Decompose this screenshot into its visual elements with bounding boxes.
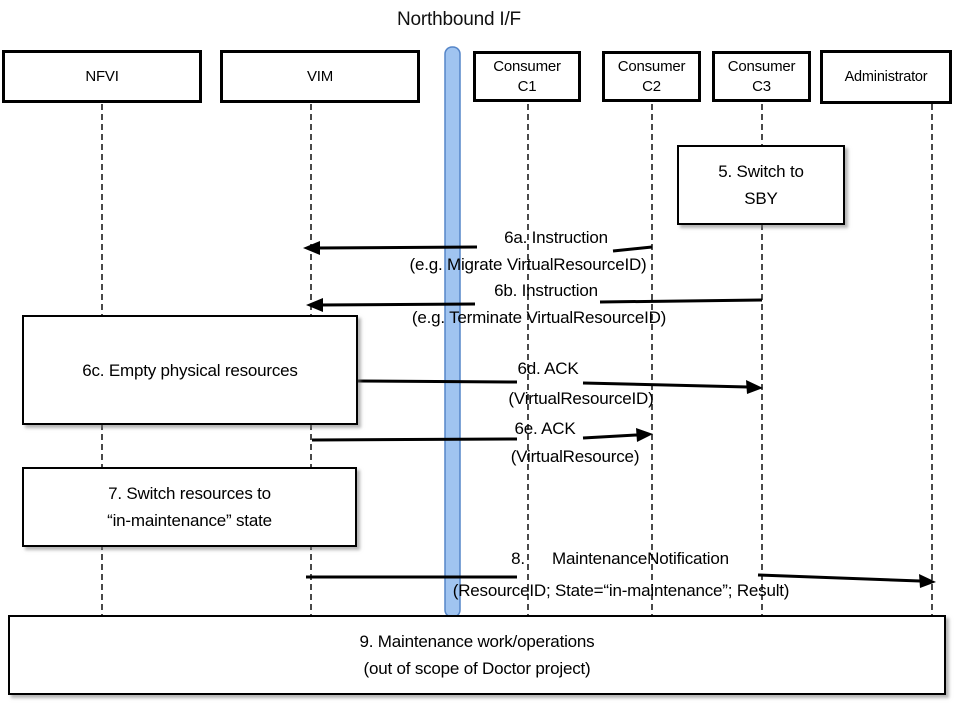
message-6a-param: (e.g. Migrate VirtualResourceID) <box>409 255 647 274</box>
actor-sublabel-c3: C3 <box>752 77 771 95</box>
actor-box-consumer-c2: Consumer C2 <box>602 51 701 102</box>
actor-label-consumer-c2: Consumer <box>617 57 686 75</box>
actor-box-vim: VIM <box>220 50 420 103</box>
note-7-line1: 7. Switch resources to <box>108 484 271 503</box>
note-box-9-maintenance-work: 9. Maintenance work/operations (out of s… <box>8 615 946 695</box>
diagram-title: Northbound I/F <box>397 9 521 30</box>
note-9-line2: (out of scope of Doctor project) <box>363 659 591 678</box>
note-box-7-switch-resources: 7. Switch resources to “in-maintenance” … <box>22 467 357 547</box>
actor-label-nfvi: NFVI <box>85 67 119 85</box>
note-5-line2: SBY <box>744 189 778 208</box>
arrow-6e-head <box>636 428 653 442</box>
note-5-line1: 5. Switch to <box>718 162 804 181</box>
actor-sublabel-c1: C1 <box>517 77 537 95</box>
arrow-6d-tail <box>582 381 749 389</box>
actor-label-administrator: Administrator <box>844 69 928 85</box>
actor-box-nfvi: NFVI <box>2 50 202 103</box>
arrow-6d-line <box>357 379 518 384</box>
arrow-8-tail <box>757 573 921 583</box>
note-9-line1: 9. Maintenance work/operations <box>359 632 595 651</box>
message-6e-param: (VirtualResource) <box>510 447 640 466</box>
arrow-6b-head <box>306 298 323 312</box>
arrow-6d-head <box>746 380 763 394</box>
note-box-6c-empty-physical-resources: 6c. Empty physical resources <box>22 315 358 425</box>
note-7-line2: “in-maintenance” state <box>107 511 272 530</box>
actor-box-consumer-c3: Consumer C3 <box>712 51 811 102</box>
arrow-6b-line <box>318 302 476 307</box>
message-6a-label: 6a. Instruction <box>504 228 608 247</box>
arrow-6a-head <box>303 241 320 255</box>
actor-label-consumer-c1: Consumer <box>493 57 561 75</box>
note-6c-line1: 6c. Empty physical resources <box>82 360 298 380</box>
actor-label-consumer-c3: Consumer <box>727 57 796 75</box>
actor-box-consumer-c1: Consumer C1 <box>473 51 581 102</box>
arrow-8-head <box>919 574 936 588</box>
arrow-6e-tail <box>582 433 638 440</box>
message-6d-param: (VirtualResourceID) <box>508 389 654 408</box>
message-8-param: (ResourceID; State=“in-maintenance”; Res… <box>452 581 790 600</box>
message-6e-label: 6e. ACK <box>514 419 576 438</box>
message-6b-label: 6b. Instruction <box>494 281 598 300</box>
message-6b-param: (e.g. Terminate VirtualResourceID) <box>411 308 667 327</box>
note-box-5-switch-to-sby: 5. Switch to SBY <box>677 145 845 225</box>
actor-sublabel-c2: C2 <box>642 77 661 95</box>
actor-box-administrator: Administrator <box>820 50 952 104</box>
message-8-label: 8. MaintenanceNotification <box>511 549 729 568</box>
arrow-6a-tail <box>612 245 653 253</box>
arrow-6a-line <box>315 245 478 250</box>
arrow-6e-line <box>311 437 518 442</box>
actor-label-vim: VIM <box>306 67 334 85</box>
northbound-if-bar <box>444 46 461 618</box>
arrow-6b-tail <box>599 298 763 304</box>
message-6d-label: 6d. ACK <box>517 359 579 378</box>
